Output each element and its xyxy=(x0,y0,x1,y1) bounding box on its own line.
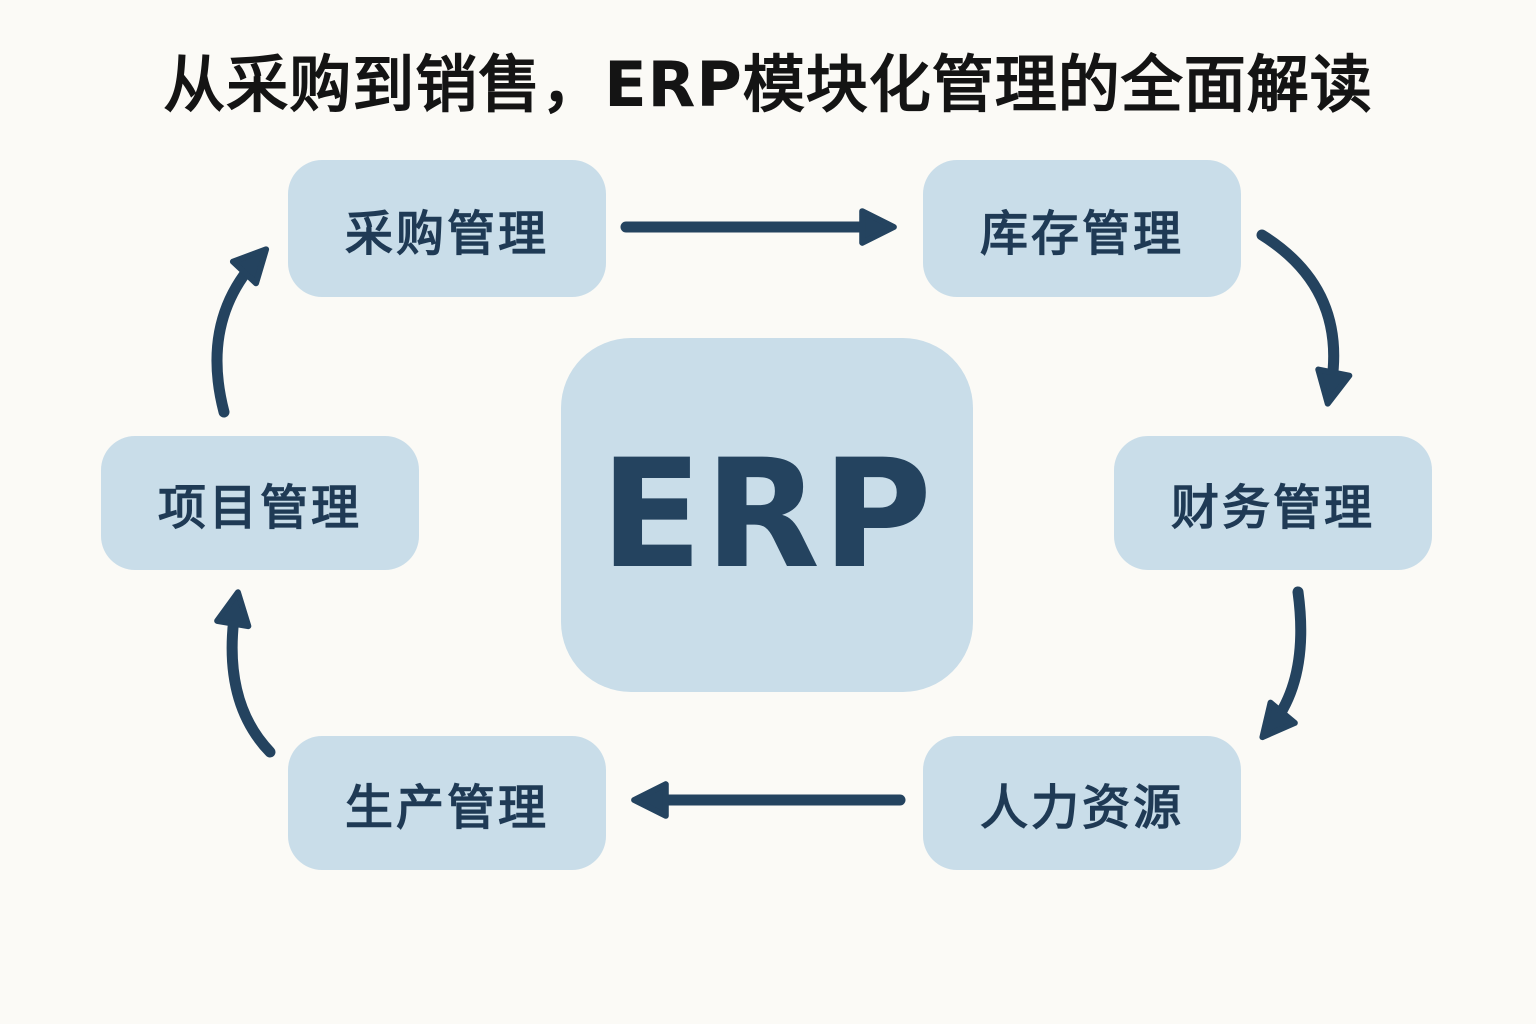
module-finance: 财务管理 xyxy=(1114,436,1432,570)
page-title: 从采购到销售，ERP模块化管理的全面解读 xyxy=(163,48,1373,121)
module-production: 生产管理 xyxy=(288,736,606,870)
module-hr: 人力资源 xyxy=(923,736,1241,870)
module-inventory: 库存管理 xyxy=(923,160,1241,297)
module-label: 生产管理 xyxy=(344,780,549,836)
module-label: 财务管理 xyxy=(1170,480,1375,536)
module-label: 采购管理 xyxy=(344,205,549,262)
arrow-finance-to-hr xyxy=(1259,586,1307,741)
module-label: 库存管理 xyxy=(979,205,1184,262)
erp-center-box: ERP xyxy=(561,338,973,692)
arrow-inventory-to-finance xyxy=(1256,229,1353,407)
module-procurement: 采购管理 xyxy=(288,160,606,297)
module-label: 项目管理 xyxy=(157,480,362,536)
erp-center-label: ERP xyxy=(600,428,934,602)
arrow-production-to-project xyxy=(214,589,276,758)
arrow-project-to-procurement xyxy=(211,246,270,418)
module-label: 人力资源 xyxy=(979,780,1184,836)
module-project: 项目管理 xyxy=(101,436,419,570)
